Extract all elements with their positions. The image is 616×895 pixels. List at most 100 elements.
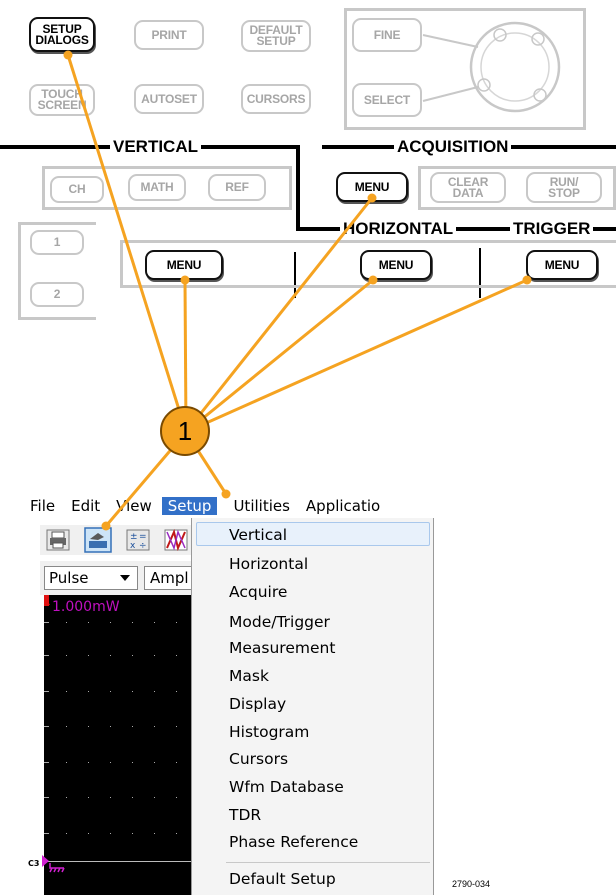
- channel-marker-arrow-icon: [42, 855, 49, 867]
- menu-edit[interactable]: Edit: [71, 497, 101, 515]
- graticule-dot: [132, 833, 133, 834]
- touch-screen-button[interactable]: TOUCH SCREEN: [29, 84, 95, 116]
- menu-setup[interactable]: Setup: [161, 497, 218, 515]
- graticule-dot: [154, 691, 155, 692]
- graticule-dot: [176, 797, 177, 798]
- menu-item-phase-reference[interactable]: Phase Reference: [229, 833, 359, 851]
- graticule-dot: [66, 622, 67, 623]
- pulse-select[interactable]: Pulse: [44, 566, 138, 590]
- menu-file[interactable]: File: [30, 497, 56, 515]
- channel-2-button[interactable]: 2: [30, 282, 84, 307]
- amplitude-selector[interactable]: Ampl: [144, 566, 194, 590]
- waveform-display[interactable]: 1.000mW: [44, 595, 191, 895]
- menu-item-default-setup[interactable]: Default Setup: [229, 870, 336, 888]
- menu-item-horizontal[interactable]: Horizontal: [229, 555, 309, 573]
- graticule-dot: [110, 726, 111, 727]
- autoset-button[interactable]: AUTOSET: [134, 84, 204, 114]
- mask-icon[interactable]: [164, 529, 188, 551]
- menu-item-histogram[interactable]: Histogram: [229, 723, 310, 741]
- select-button[interactable]: SELECT: [352, 83, 422, 117]
- graticule-dot: [66, 655, 67, 656]
- amplitude-label: Ampl: [150, 569, 189, 587]
- graticule-dot: [176, 726, 177, 727]
- cursors-button[interactable]: CURSORS: [241, 84, 311, 114]
- graticule-dot: [154, 655, 155, 656]
- menu-utilities[interactable]: Utilities: [233, 497, 290, 515]
- setup-wrench-icon[interactable]: [84, 527, 112, 553]
- horizontal-label: HORIZONTAL: [340, 220, 457, 238]
- menu-bar: File Edit View Setup Utilities Applicati…: [30, 494, 396, 518]
- menu-item-display[interactable]: Display: [229, 695, 287, 713]
- channel-1-button[interactable]: 1: [30, 230, 84, 255]
- callout-number: 1: [177, 415, 193, 446]
- svg-text:±: ±: [130, 532, 138, 542]
- graticule-dot: [132, 622, 133, 623]
- graticule-dot: [110, 691, 111, 692]
- graticule-dot: [176, 833, 177, 834]
- math-button[interactable]: MATH: [128, 174, 186, 201]
- graticule-dot: [88, 833, 89, 834]
- menu-item-cursors[interactable]: Cursors: [229, 750, 289, 768]
- graticule-tick: [44, 691, 49, 692]
- clear-data-button[interactable]: CLEAR DATA: [430, 172, 506, 203]
- print-button[interactable]: PRINT: [134, 20, 204, 50]
- print-icon[interactable]: [46, 529, 70, 551]
- trigger-label: TRIGGER: [510, 220, 594, 238]
- power-readout: 1.000mW: [52, 599, 120, 615]
- graticule-tick: [44, 726, 49, 727]
- graticule-dot: [154, 622, 155, 623]
- menu-view[interactable]: View: [116, 497, 152, 515]
- ground-reference-icon: [49, 863, 65, 873]
- general-purpose-knob-icon[interactable]: [420, 15, 590, 125]
- setup-menu-dropdown: Vertical Horizontal Acquire Mode/Trigger…: [191, 518, 434, 895]
- run-stop-button[interactable]: RUN/ STOP: [526, 172, 602, 203]
- graticule-dot: [88, 691, 89, 692]
- setup-dialogs-button[interactable]: SETUP DIALOGS: [29, 17, 95, 52]
- graticule-dot: [154, 797, 155, 798]
- graticule-dot: [132, 726, 133, 727]
- trigger-menu-button[interactable]: MENU: [526, 250, 598, 280]
- menu-separator: [226, 862, 430, 863]
- graticule-dot: [176, 622, 177, 623]
- graticule-dot: [88, 655, 89, 656]
- graticule-dot: [66, 833, 67, 834]
- graticule-dot: [66, 797, 67, 798]
- vertical-menu-button[interactable]: MENU: [145, 250, 223, 280]
- menu-item-mode-trigger[interactable]: Mode/Trigger: [229, 613, 330, 631]
- fine-button[interactable]: FINE: [352, 18, 422, 52]
- default-setup-button[interactable]: DEFAULT SETUP: [241, 20, 311, 52]
- math-icon[interactable]: ± = x ÷: [126, 529, 150, 551]
- graticule-dot: [110, 762, 111, 763]
- svg-text:÷: ÷: [139, 541, 147, 551]
- graticule-tick: [44, 833, 49, 834]
- ref-button[interactable]: REF: [208, 174, 266, 201]
- graticule-dot: [110, 622, 111, 623]
- acquisition-button-row: [418, 166, 616, 210]
- graticule-dot: [66, 762, 67, 763]
- menu-item-mask[interactable]: Mask: [229, 667, 269, 685]
- menu-applications[interactable]: Applicatio: [305, 497, 381, 515]
- svg-text:=: =: [139, 532, 147, 542]
- graticule-dot: [154, 726, 155, 727]
- graticule-tick: [44, 797, 49, 798]
- menu-item-vertical[interactable]: Vertical: [229, 526, 288, 544]
- menu-item-tdr[interactable]: TDR: [229, 806, 262, 824]
- acquisition-menu-button[interactable]: MENU: [336, 172, 408, 202]
- ch-button[interactable]: CH: [50, 176, 104, 203]
- vertical-label: VERTICAL: [110, 138, 201, 156]
- horizontal-menu-button[interactable]: MENU: [360, 250, 432, 280]
- knob-panel: [344, 8, 586, 130]
- menu-highlight: [196, 522, 430, 546]
- menu-item-acquire[interactable]: Acquire: [229, 583, 288, 601]
- graticule-dot: [88, 762, 89, 763]
- graticule-dot: [132, 797, 133, 798]
- menu-item-measurement[interactable]: Measurement: [229, 639, 336, 657]
- graticule-dot: [176, 691, 177, 692]
- graticule-dot: [110, 833, 111, 834]
- graticule-dot: [132, 691, 133, 692]
- figure-id: 2790-034: [452, 879, 491, 889]
- channel-marker: C3: [28, 859, 40, 868]
- channel-select-panel: [18, 222, 96, 320]
- menu-item-wfm-database[interactable]: Wfm Database: [229, 778, 344, 796]
- graticule-dot: [88, 622, 89, 623]
